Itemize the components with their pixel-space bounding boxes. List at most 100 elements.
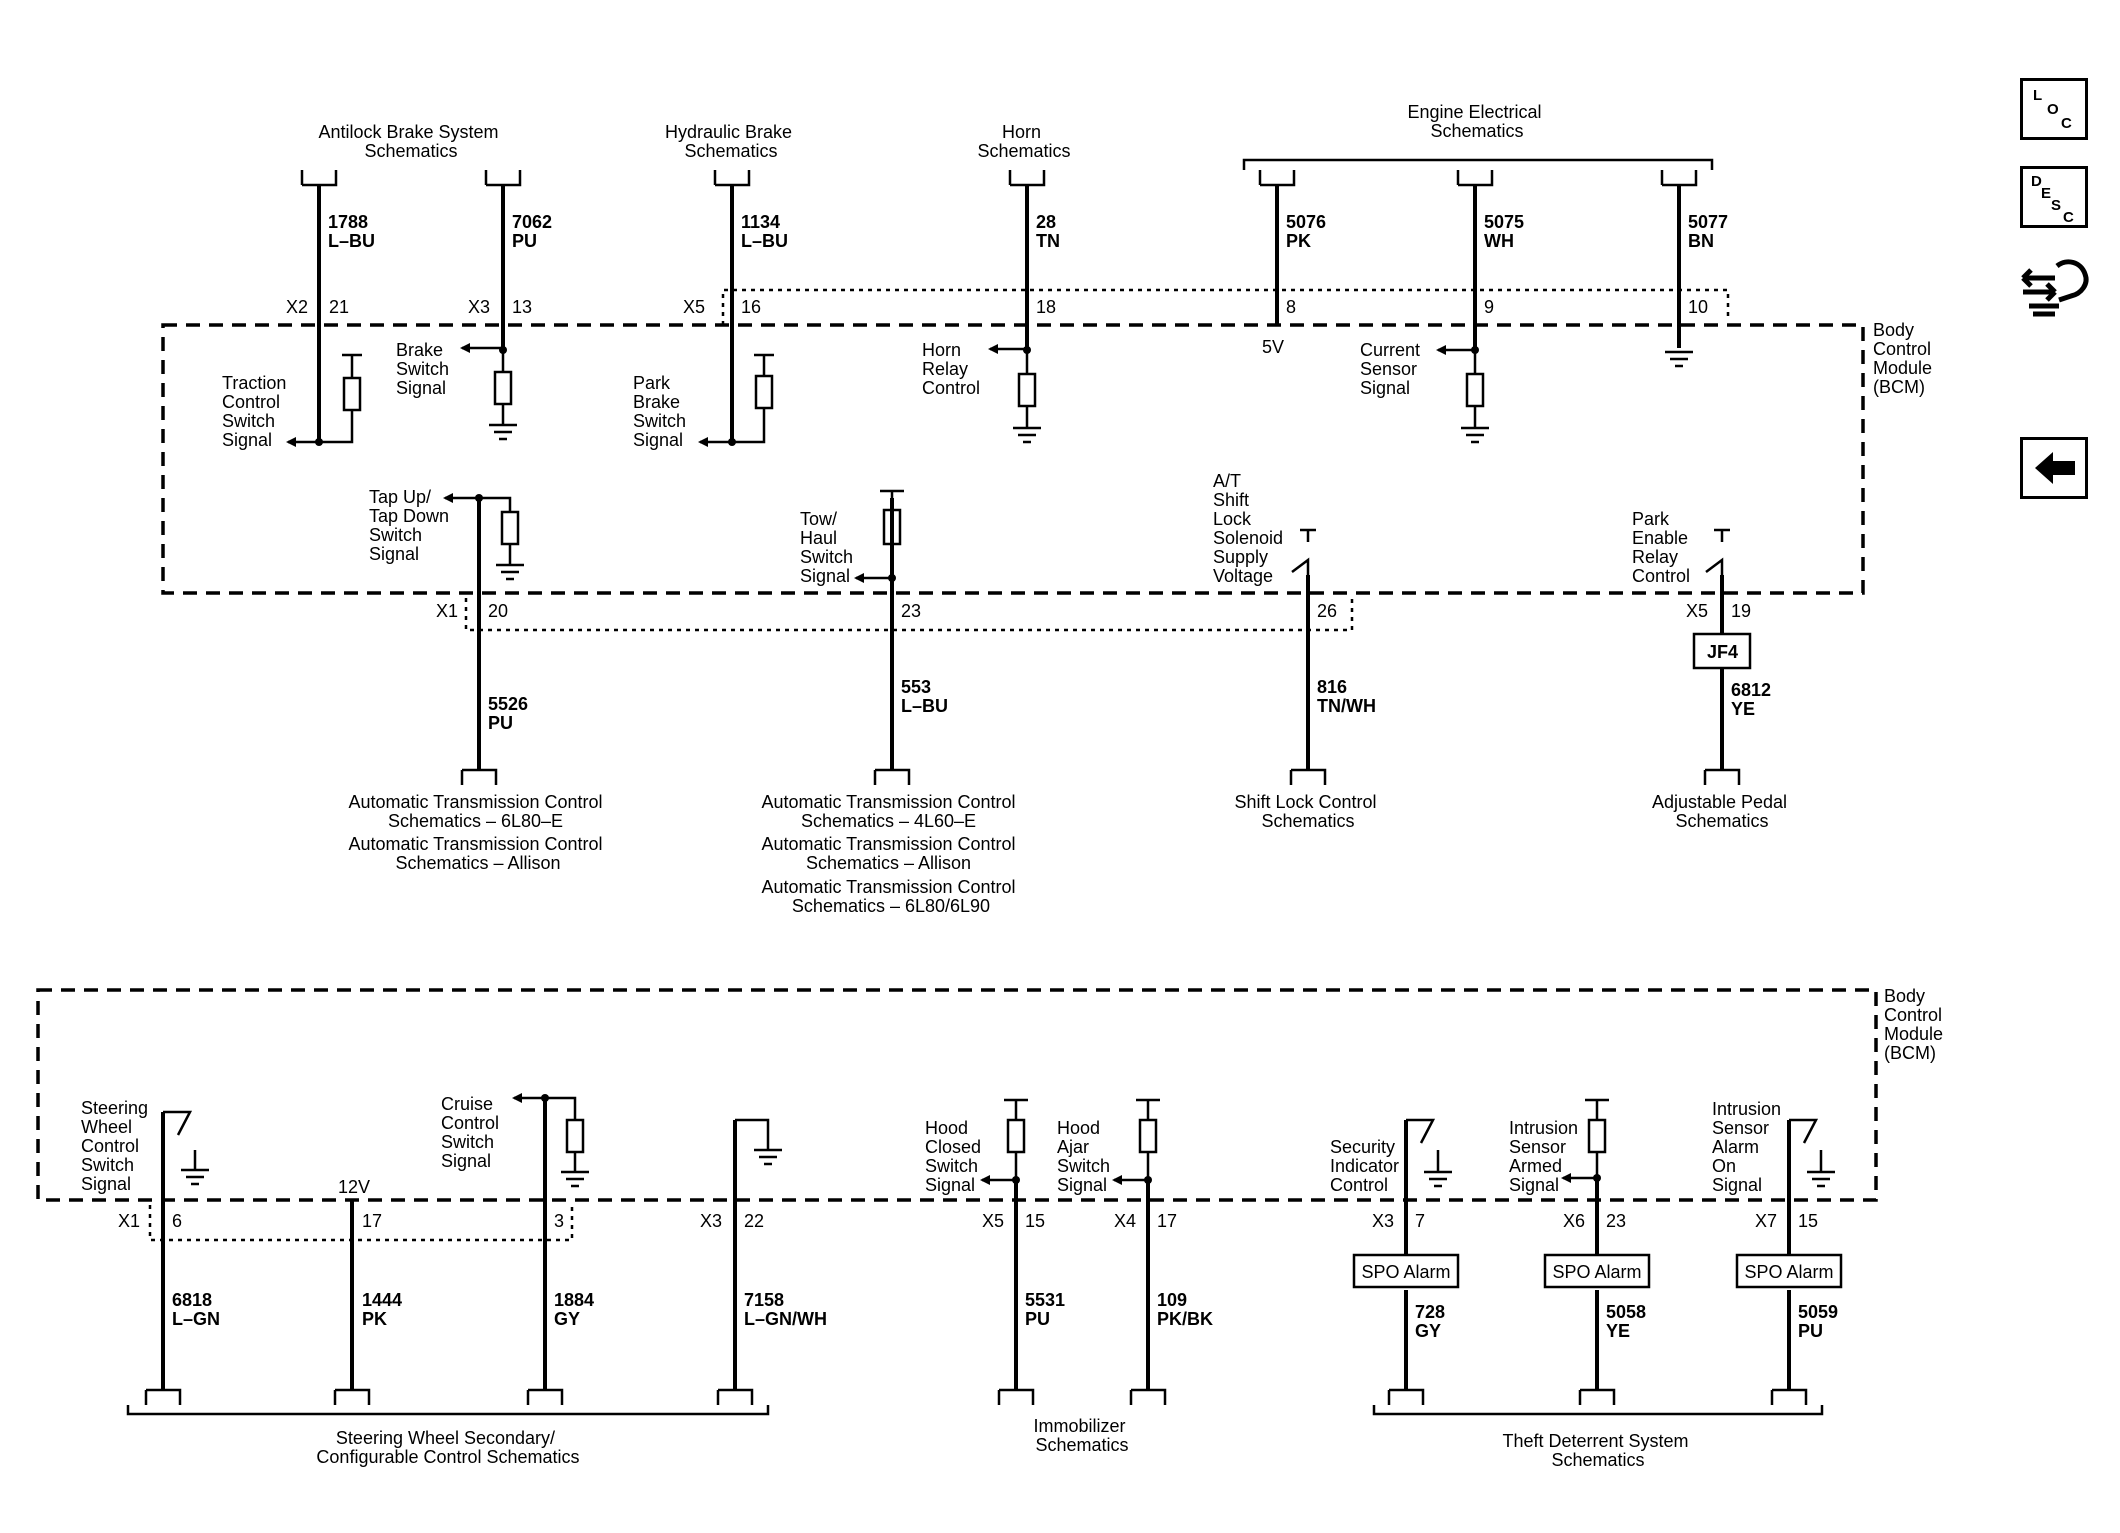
hood-closed-switch-signal-label: Hood Closed Switch Signal — [925, 1118, 986, 1195]
theft-deterrent-schematics-label[interactable]: Theft Deterrent System Schematics — [1502, 1431, 1693, 1470]
loc-letter-o: O — [2047, 101, 2059, 118]
adjustable-pedal-schematics-label[interactable]: Adjustable Pedal Schematics — [1652, 792, 1792, 831]
pin-15-b: 15 — [1798, 1211, 1818, 1231]
pin-17-a: 17 — [362, 1211, 382, 1231]
spo-alarm-label-2: SPO Alarm — [1552, 1262, 1641, 1282]
back-button[interactable] — [2020, 437, 2088, 499]
park-enable-relay-label: Park Enable Relay Control — [1632, 509, 1693, 586]
connector-x3: X3 — [468, 297, 490, 317]
spo-alarm-box-2 — [1543, 1253, 1651, 1289]
connector-x5: X5 — [683, 297, 705, 317]
intrusion-sensor-armed-signal-label: Intrusion Sensor Armed Signal — [1509, 1118, 1583, 1195]
connector-x5b: X5 — [1686, 601, 1708, 621]
tap-switch-circuit — [443, 493, 524, 581]
steering-switch — [163, 1110, 209, 1186]
connector-region-x1-bottom — [148, 1205, 574, 1242]
pin-18: 18 — [1036, 297, 1056, 317]
bcm-module-outline-top — [161, 323, 1865, 595]
connector-region-x5 — [721, 288, 1730, 325]
hood-closed-circuit — [980, 1098, 1028, 1185]
steering-wheel-switch-signal-label: Steering Wheel Control Switch Signal — [81, 1098, 153, 1194]
pin-23: 23 — [901, 601, 921, 621]
atc-schematics-label-2[interactable]: Automatic Transmission Control Schematic… — [761, 792, 1020, 916]
desc-letter-d: D — [2031, 173, 2042, 190]
connector-hand-icon — [2021, 259, 2089, 317]
engine-electrical-label[interactable]: Engine Electrical Schematics — [1407, 102, 1546, 141]
current-sensor-circuit — [1436, 345, 1489, 444]
pin-8: 8 — [1286, 297, 1296, 317]
at-shift-lock-label: A/T Shift Lock Solenoid Supply Voltage — [1213, 471, 1288, 586]
5v-label: 5V — [1262, 337, 1284, 357]
abs-schematics-label[interactable]: Antilock Brake System Schematics — [318, 122, 503, 161]
wires-bottom — [161, 1098, 1791, 1390]
connector-x4-bottom: X4 — [1114, 1211, 1136, 1231]
steering-wheel-secondary-schematics-label[interactable]: Steering Wheel Secondary/ Configurable C… — [316, 1428, 579, 1467]
connector-x2: X2 — [286, 297, 308, 317]
hood-ajar-switch-signal-label: Hood Ajar Switch Signal — [1057, 1118, 1115, 1195]
desc-letter-s: S — [2051, 197, 2062, 214]
loc-letter-l: L — [2033, 87, 2043, 104]
desc-letter-e: E — [2041, 185, 2052, 202]
pin-22: 22 — [744, 1211, 764, 1231]
connector-x5-bottom: X5 — [982, 1211, 1004, 1231]
spo-alarm-label-3: SPO Alarm — [1744, 1262, 1833, 1282]
connector-x7-bottom: X7 — [1755, 1211, 1777, 1231]
current-sensor-signal-label: Current Sensor Signal — [1360, 340, 1425, 398]
hydraulic-brake-label[interactable]: Hydraulic Brake Schematics — [665, 122, 797, 161]
spo-alarm-box-3 — [1735, 1253, 1843, 1289]
ground-5077 — [1665, 350, 1693, 368]
tap-switch-signal-label: Tap Up/ Tap Down Switch Signal — [369, 487, 454, 564]
tow-haul-circuit — [854, 489, 904, 583]
traction-control-switch-signal-label: Traction Control Switch Signal — [222, 373, 291, 450]
park-brake-switch-signal-label: Park Brake Switch Signal — [633, 373, 691, 450]
description-button[interactable]: D E S C — [2020, 166, 2088, 228]
pin-17-b: 17 — [1157, 1211, 1177, 1231]
cruise-control-switch-signal-label: Cruise Control Switch Signal — [441, 1094, 504, 1171]
connector-x1-bottom: X1 — [118, 1211, 140, 1231]
connector-tools-button[interactable] — [2015, 248, 2095, 328]
jf4-label: JF4 — [1707, 642, 1738, 662]
immobilizer-schematics-label[interactable]: Immobilizer Schematics — [1033, 1416, 1130, 1455]
bcm-label-bottom: Body Control Module (BCM) — [1884, 986, 1948, 1063]
connector-x6-bottom: X6 — [1563, 1211, 1585, 1231]
cruise-switch-circuit — [512, 1093, 589, 1188]
park-enable-switch — [1705, 528, 1730, 575]
security-switch — [1406, 1118, 1452, 1188]
connector-symbols-top — [300, 158, 1714, 187]
park-brake-circuit — [698, 353, 774, 447]
connector-x3b-bottom: X3 — [1372, 1211, 1394, 1231]
pin-7: 7 — [1415, 1211, 1425, 1231]
pin-10: 10 — [1688, 297, 1708, 317]
jf4-box — [1692, 632, 1752, 670]
pin-6: 6 — [172, 1211, 182, 1231]
location-button[interactable]: L O C — [2020, 78, 2088, 140]
intrusion-sensor-alarm-signal-label: Intrusion Sensor Alarm On Signal — [1712, 1099, 1786, 1195]
brake-switch-circuit — [460, 343, 517, 441]
pin-3: 3 — [554, 1211, 564, 1231]
connector-x3-bottom: X3 — [700, 1211, 722, 1231]
bottom-diagram: Body Control Module (BCM) Steering Wheel… — [36, 986, 1948, 1470]
tow-haul-switch-signal-label: Tow/ Haul Switch Signal — [800, 509, 858, 586]
dest-connectors-bottom — [126, 1388, 1824, 1416]
horn-relay-circuit — [988, 344, 1041, 444]
loc-letter-c: C — [2061, 115, 2072, 132]
horn-schematics-label[interactable]: Horn Schematics — [977, 122, 1070, 161]
atc-schematics-label-1[interactable]: Automatic Transmission Control Schematic… — [348, 792, 607, 873]
brake-switch-signal-label: Brake Switch Signal — [396, 340, 454, 398]
shift-lock-schematics-label[interactable]: Shift Lock Control Schematics — [1234, 792, 1381, 831]
12v-label: 12V — [338, 1177, 370, 1197]
